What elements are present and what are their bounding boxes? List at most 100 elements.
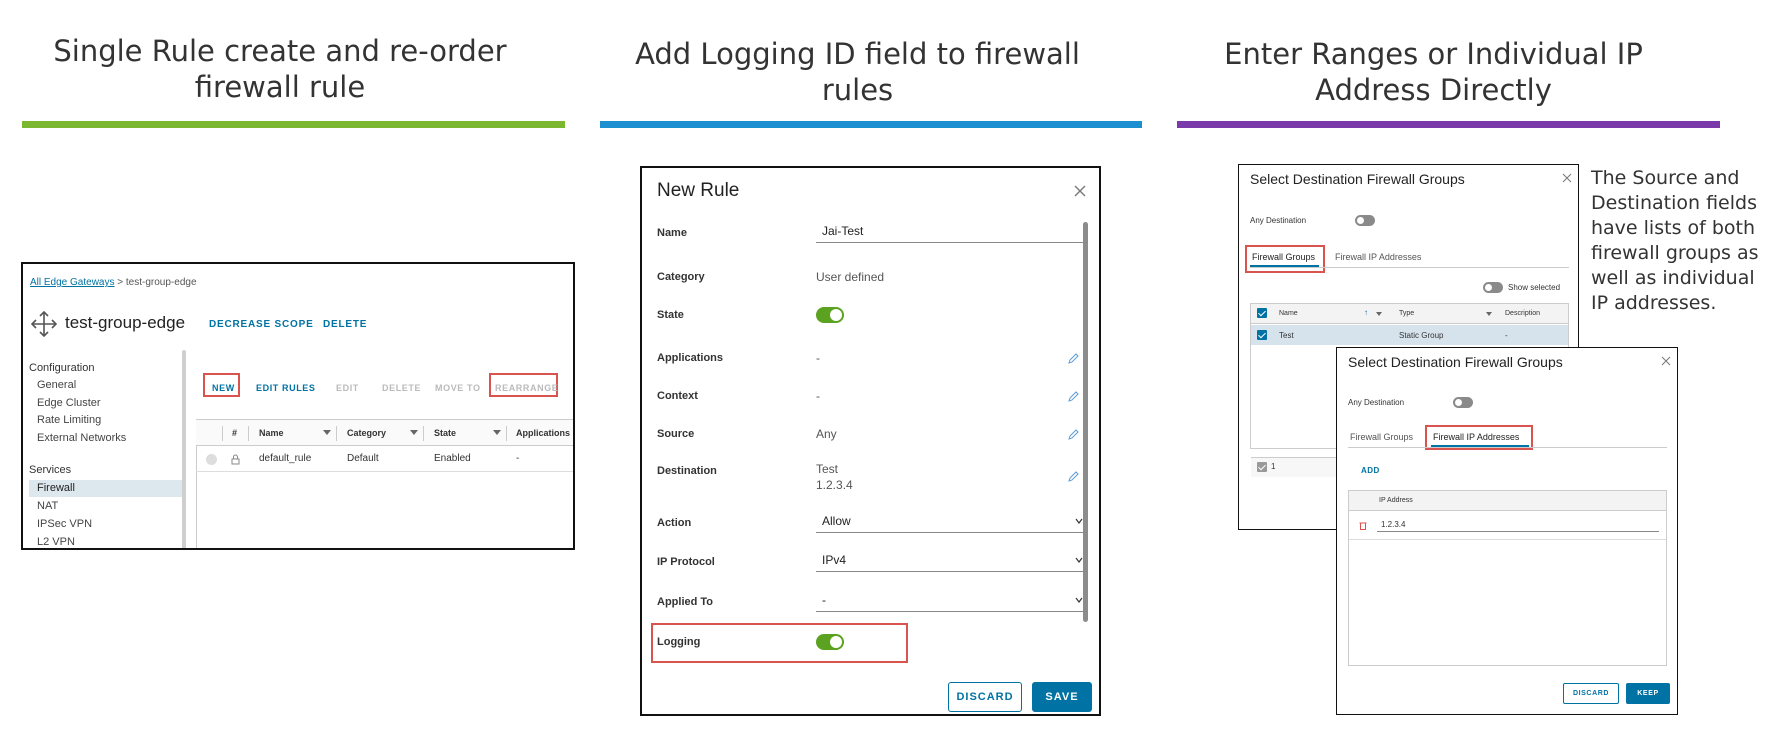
dialog-title: Select Destination Firewall Groups <box>1250 171 1465 187</box>
edit-pencil-icon[interactable] <box>1067 429 1079 441</box>
any-destination-label: Any Destination <box>1250 216 1307 225</box>
tab-firewall-groups[interactable]: Firewall Groups <box>1252 252 1316 262</box>
groups-grid-header <box>1251 304 1568 324</box>
discard-button[interactable]: DISCARD <box>948 682 1022 712</box>
cell-name: default_rule <box>259 453 312 464</box>
context-value: - <box>816 389 820 403</box>
nav-item-external-networks[interactable]: External Networks <box>37 432 127 444</box>
destination-value-ip: 1.2.3.4 <box>816 478 853 492</box>
tab-firewall-groups[interactable]: Firewall Groups <box>1350 432 1414 442</box>
grid-left-border <box>196 419 197 548</box>
tab-firewall-ip-addresses[interactable]: Firewall IP Addresses <box>1335 252 1422 262</box>
active-tab-indicator <box>1431 445 1529 447</box>
add-ip-button[interactable]: ADD <box>1361 466 1380 475</box>
edit-pencil-icon[interactable] <box>1067 471 1079 483</box>
applied-to-selected: - <box>822 593 826 607</box>
close-icon[interactable] <box>1661 356 1671 366</box>
grid-separator <box>336 426 337 441</box>
grid-footer <box>1251 457 1341 477</box>
discard-button[interactable]: DISCARD <box>1563 683 1619 704</box>
tab-firewall-ip-addresses[interactable]: Firewall IP Addresses <box>1433 432 1520 442</box>
new-rule-button[interactable]: NEW <box>212 383 235 393</box>
context-label: Context <box>657 390 698 402</box>
column-header-state: State <box>434 428 457 438</box>
save-button[interactable]: SAVE <box>1032 682 1092 712</box>
trash-icon[interactable] <box>1359 521 1367 530</box>
nav-item-edge-cluster[interactable]: Edge Cluster <box>37 397 101 409</box>
logging-toggle[interactable] <box>816 634 844 650</box>
logging-highlight <box>651 623 908 663</box>
move-to-button[interactable]: MOVE TO <box>435 383 481 393</box>
any-destination-toggle[interactable] <box>1453 397 1473 408</box>
ip-address-input[interactable] <box>1377 517 1659 532</box>
table-row[interactable] <box>1251 325 1568 345</box>
keep-button[interactable]: KEEP <box>1626 683 1670 704</box>
filter-icon[interactable] <box>410 430 418 435</box>
edit-pencil-icon[interactable] <box>1067 353 1079 365</box>
firewall-ip-tab-highlight <box>1425 425 1533 450</box>
row-type: Static Group <box>1399 331 1444 340</box>
footer-selected-icon <box>1257 462 1267 472</box>
destination-label: Destination <box>657 465 717 477</box>
edge-gateway-firewall-screenshot: All Edge Gateways > test-group-edge test… <box>21 262 575 550</box>
nav-item-l2-vpn[interactable]: L2 VPN <box>37 536 75 548</box>
applied-to-select[interactable]: - <box>816 590 1088 612</box>
edge-gateway-icon <box>30 310 58 338</box>
new-button-highlight <box>203 373 240 397</box>
table-row[interactable]: default_rule Default Enabled - <box>196 446 573 472</box>
column-title-reorder: Single Rule create and re-order firewall… <box>53 34 507 104</box>
edit-pencil-icon[interactable] <box>1067 391 1079 403</box>
column-header-number: # <box>232 428 238 438</box>
filter-icon[interactable] <box>1376 312 1382 316</box>
filter-icon[interactable] <box>323 430 331 435</box>
filter-icon[interactable] <box>493 430 501 435</box>
grid-separator <box>222 426 223 441</box>
logging-label: Logging <box>657 636 701 648</box>
ip-row-divider <box>1349 539 1666 540</box>
cell-state: Enabled <box>434 453 471 464</box>
column-title-logging: Add Logging ID field to firewall rules <box>635 37 1080 107</box>
delete-rule-button[interactable]: DELETE <box>382 383 422 393</box>
breadcrumb: All Edge Gateways > test-group-edge <box>30 277 197 288</box>
row-radio[interactable] <box>206 454 217 465</box>
ip-protocol-select[interactable]: IPv4 <box>816 550 1088 572</box>
decrease-scope-button[interactable]: DECREASE SCOPE <box>209 319 314 330</box>
nav-item-general[interactable]: General <box>37 379 77 391</box>
nav-item-rate-limiting[interactable]: Rate Limiting <box>37 414 102 426</box>
any-destination-toggle[interactable] <box>1355 215 1375 226</box>
source-value: Any <box>816 427 837 441</box>
action-label: Action <box>657 517 692 529</box>
nav-section-configuration: Configuration <box>29 362 95 374</box>
row-checkbox[interactable] <box>1257 330 1267 340</box>
edit-rules-button[interactable]: EDIT RULES <box>256 383 316 393</box>
chevron-down-icon <box>1075 557 1083 563</box>
close-icon[interactable] <box>1071 182 1089 200</box>
tab-divider <box>1348 447 1667 448</box>
dialog-scrollbar[interactable] <box>1083 222 1088 622</box>
tab-divider <box>1250 267 1569 268</box>
action-select[interactable]: Allow <box>816 511 1088 533</box>
row-name: Test <box>1279 331 1294 340</box>
breadcrumb-separator: > <box>117 277 124 288</box>
name-field[interactable]: Jai-Test <box>816 221 1088 243</box>
footer-count: 1 <box>1271 462 1276 471</box>
nav-item-nat[interactable]: NAT <box>37 500 59 512</box>
chevron-down-icon <box>1075 518 1083 524</box>
nav-item-firewall[interactable]: Firewall <box>29 480 185 497</box>
side-note: The Source and Destination fields have l… <box>1591 167 1759 314</box>
filter-icon[interactable] <box>1486 312 1492 316</box>
grid-separator <box>506 426 507 441</box>
sort-icon[interactable]: ↑ <box>1364 308 1368 317</box>
column-header-description: Description <box>1505 310 1541 317</box>
state-toggle[interactable] <box>816 307 844 323</box>
delete-edge-button[interactable]: DELETE <box>323 319 368 330</box>
close-icon[interactable] <box>1562 173 1572 183</box>
breadcrumb-link-all-edge-gateways[interactable]: All Edge Gateways <box>30 277 115 288</box>
show-selected-toggle[interactable] <box>1483 282 1503 293</box>
select-all-checkbox[interactable] <box>1257 308 1267 318</box>
sidebar-scrollbar[interactable] <box>182 350 186 548</box>
nav-item-ipsec-vpn[interactable]: IPSec VPN <box>37 518 93 530</box>
rearrange-button[interactable]: REARRANGE <box>495 383 559 393</box>
page-title: test-group-edge <box>65 313 186 332</box>
edit-button[interactable]: EDIT <box>336 383 359 393</box>
